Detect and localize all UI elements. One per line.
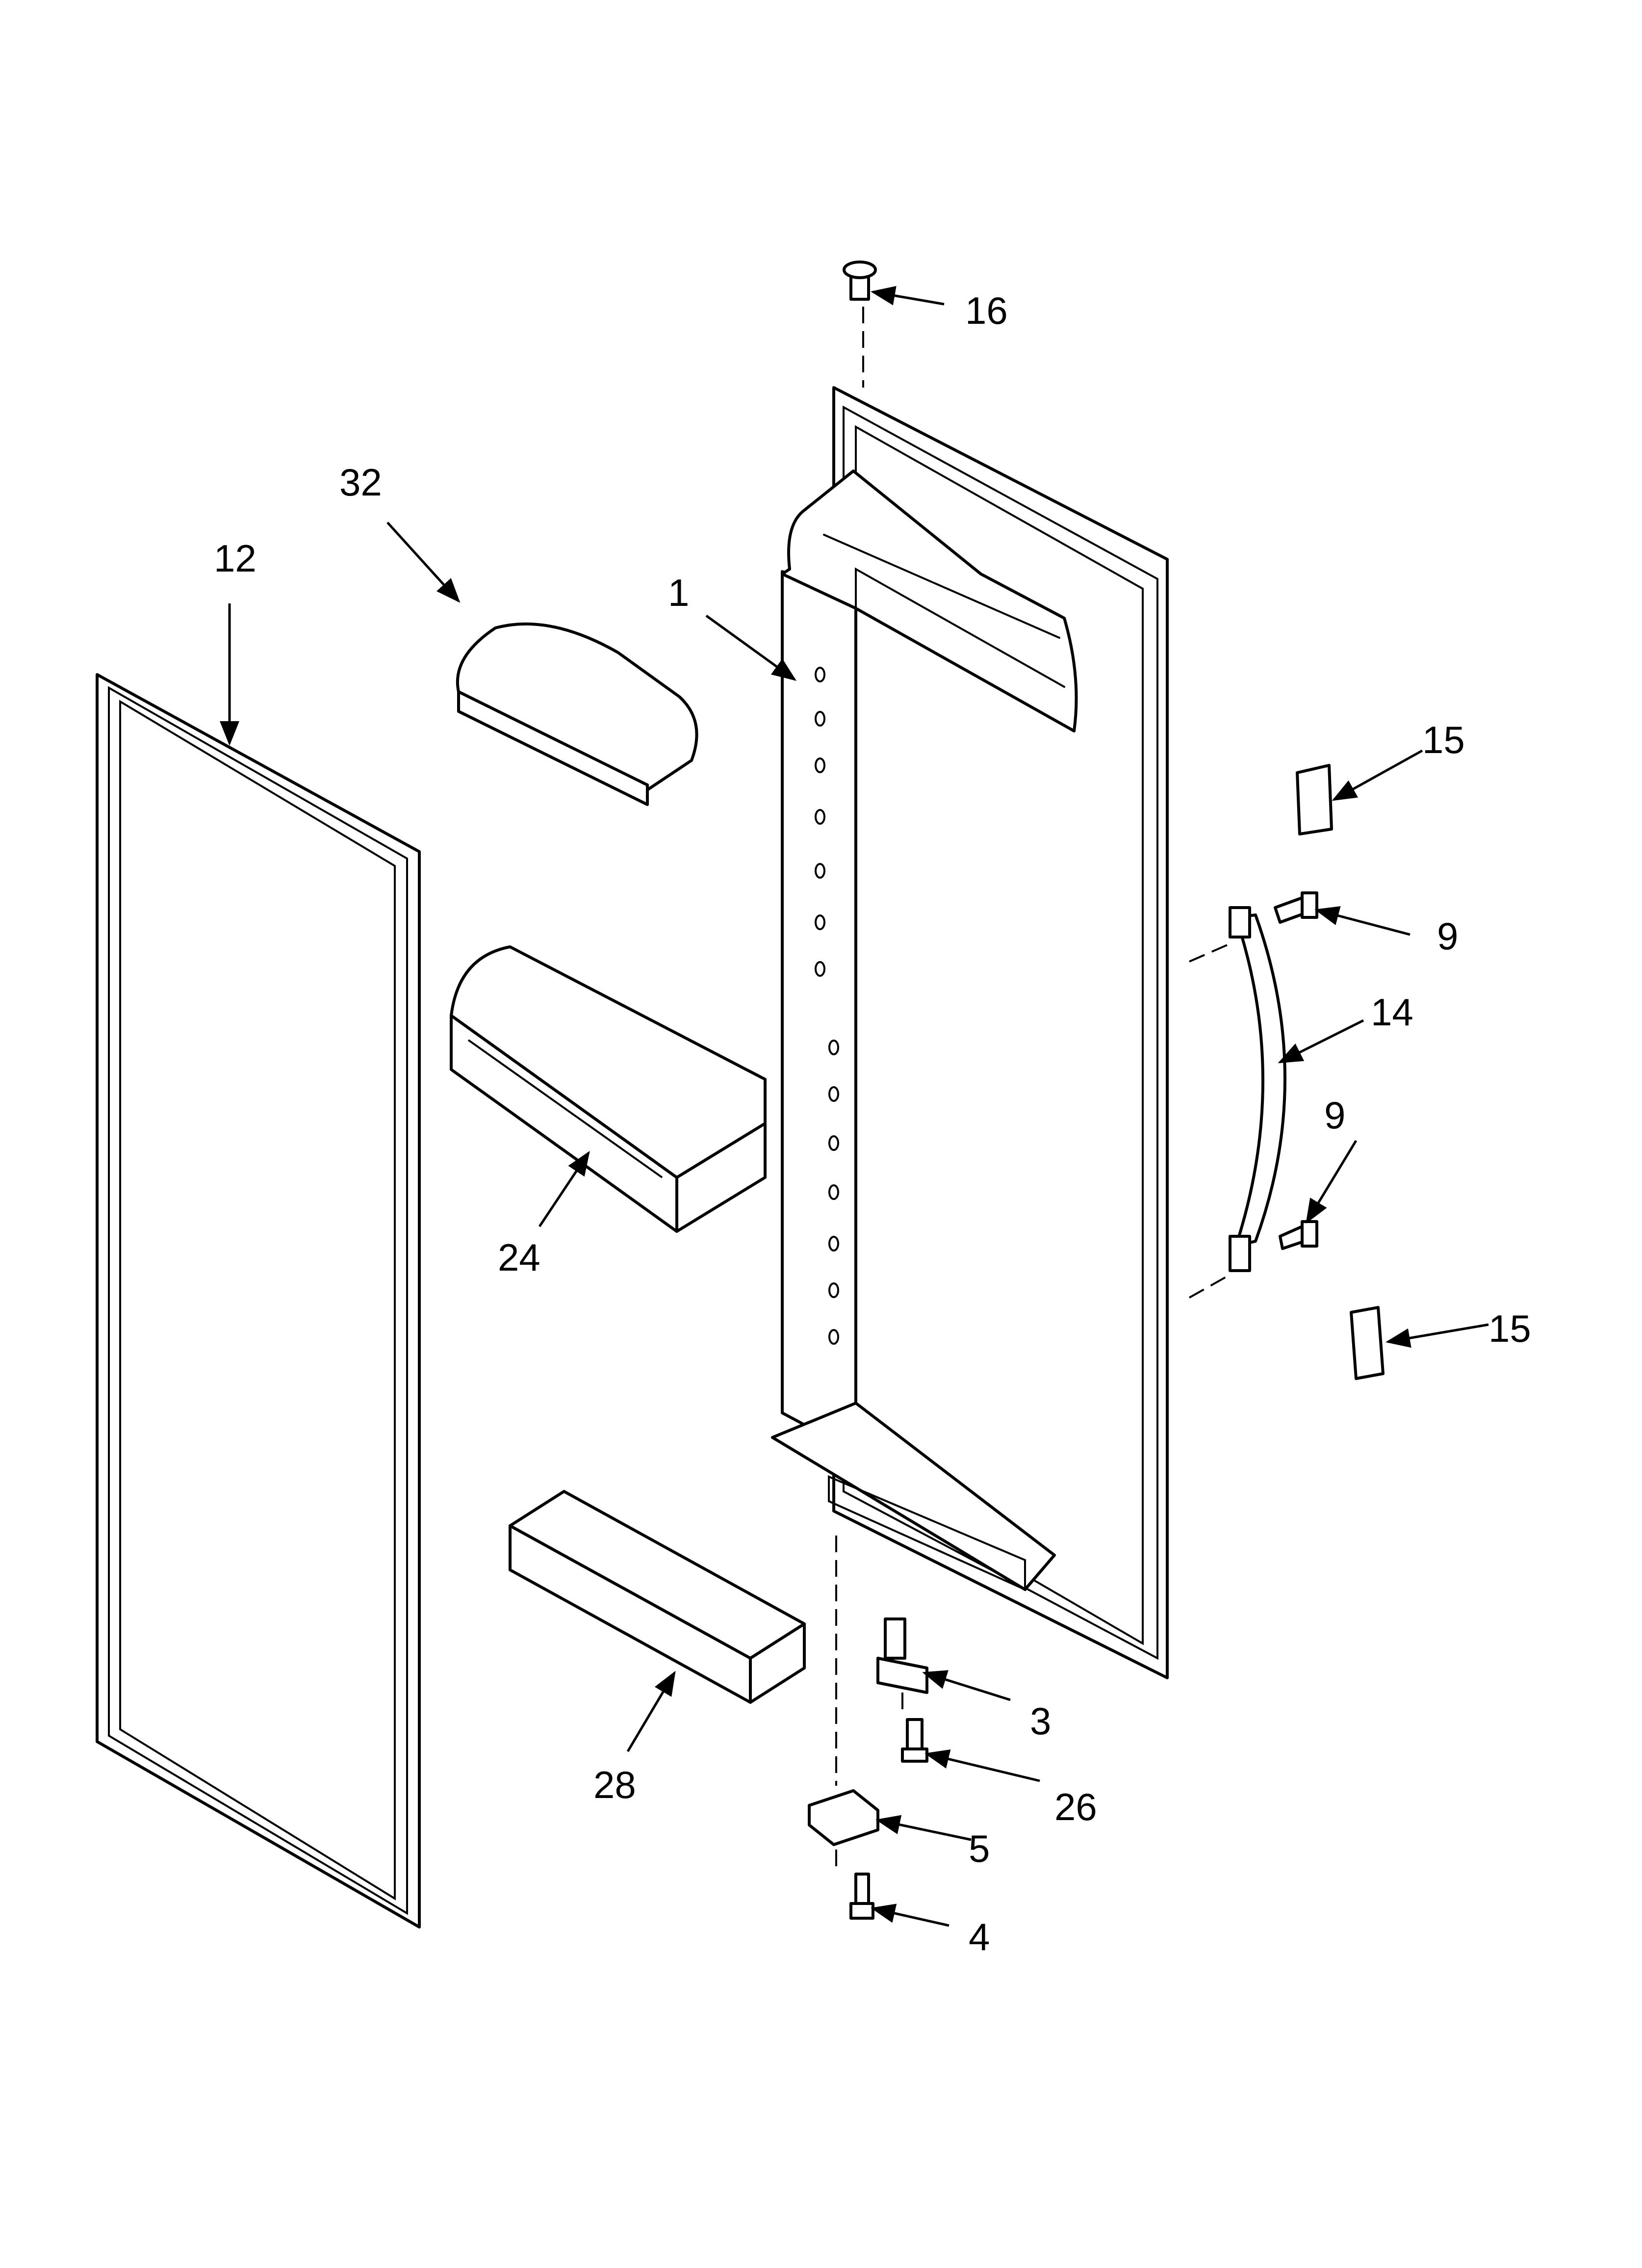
shelf-holes [815, 667, 839, 1345]
callout-15-top: 15 [1422, 718, 1465, 761]
bracket-screw [849, 1873, 874, 1920]
shelf-rail [509, 1490, 806, 1704]
callout-4: 4 [969, 1915, 990, 1958]
lower-hinge [876, 1617, 928, 1717]
trim-cap-top [1296, 764, 1333, 835]
dairy-door [456, 622, 698, 806]
handle-screw-top [1274, 891, 1318, 924]
callout-16: 16 [965, 289, 1008, 332]
callout-12: 12 [214, 537, 257, 580]
callout-14: 14 [1371, 991, 1413, 1034]
hinge-bracket [808, 1536, 879, 1874]
door-liner-assembly [771, 386, 1169, 1679]
callout-9-top: 9 [1437, 914, 1458, 958]
callout-9-bottom: 9 [1324, 1094, 1345, 1137]
callout-28: 28 [593, 1763, 636, 1806]
callout-32: 32 [339, 461, 382, 504]
top-hinge-plug [843, 261, 877, 388]
callout-15-bottom: 15 [1488, 1307, 1531, 1350]
callout-24: 24 [498, 1236, 540, 1279]
handle-screw-bottom [1279, 1220, 1318, 1250]
door-bin [450, 945, 767, 1233]
door-gasket [96, 673, 421, 1929]
callout-5: 5 [969, 1827, 990, 1870]
callout-labels: 16 32 12 1 15 9 14 9 24 15 28 3 26 5 4 [214, 289, 1531, 1958]
door-handle [1189, 906, 1286, 1299]
trim-cap-bottom [1350, 1306, 1385, 1380]
leader-arrows [220, 286, 1489, 1927]
hinge-screw [901, 1718, 928, 1763]
callout-26: 26 [1054, 1785, 1097, 1828]
callout-3: 3 [1030, 1699, 1051, 1743]
callout-1: 1 [668, 571, 689, 614]
